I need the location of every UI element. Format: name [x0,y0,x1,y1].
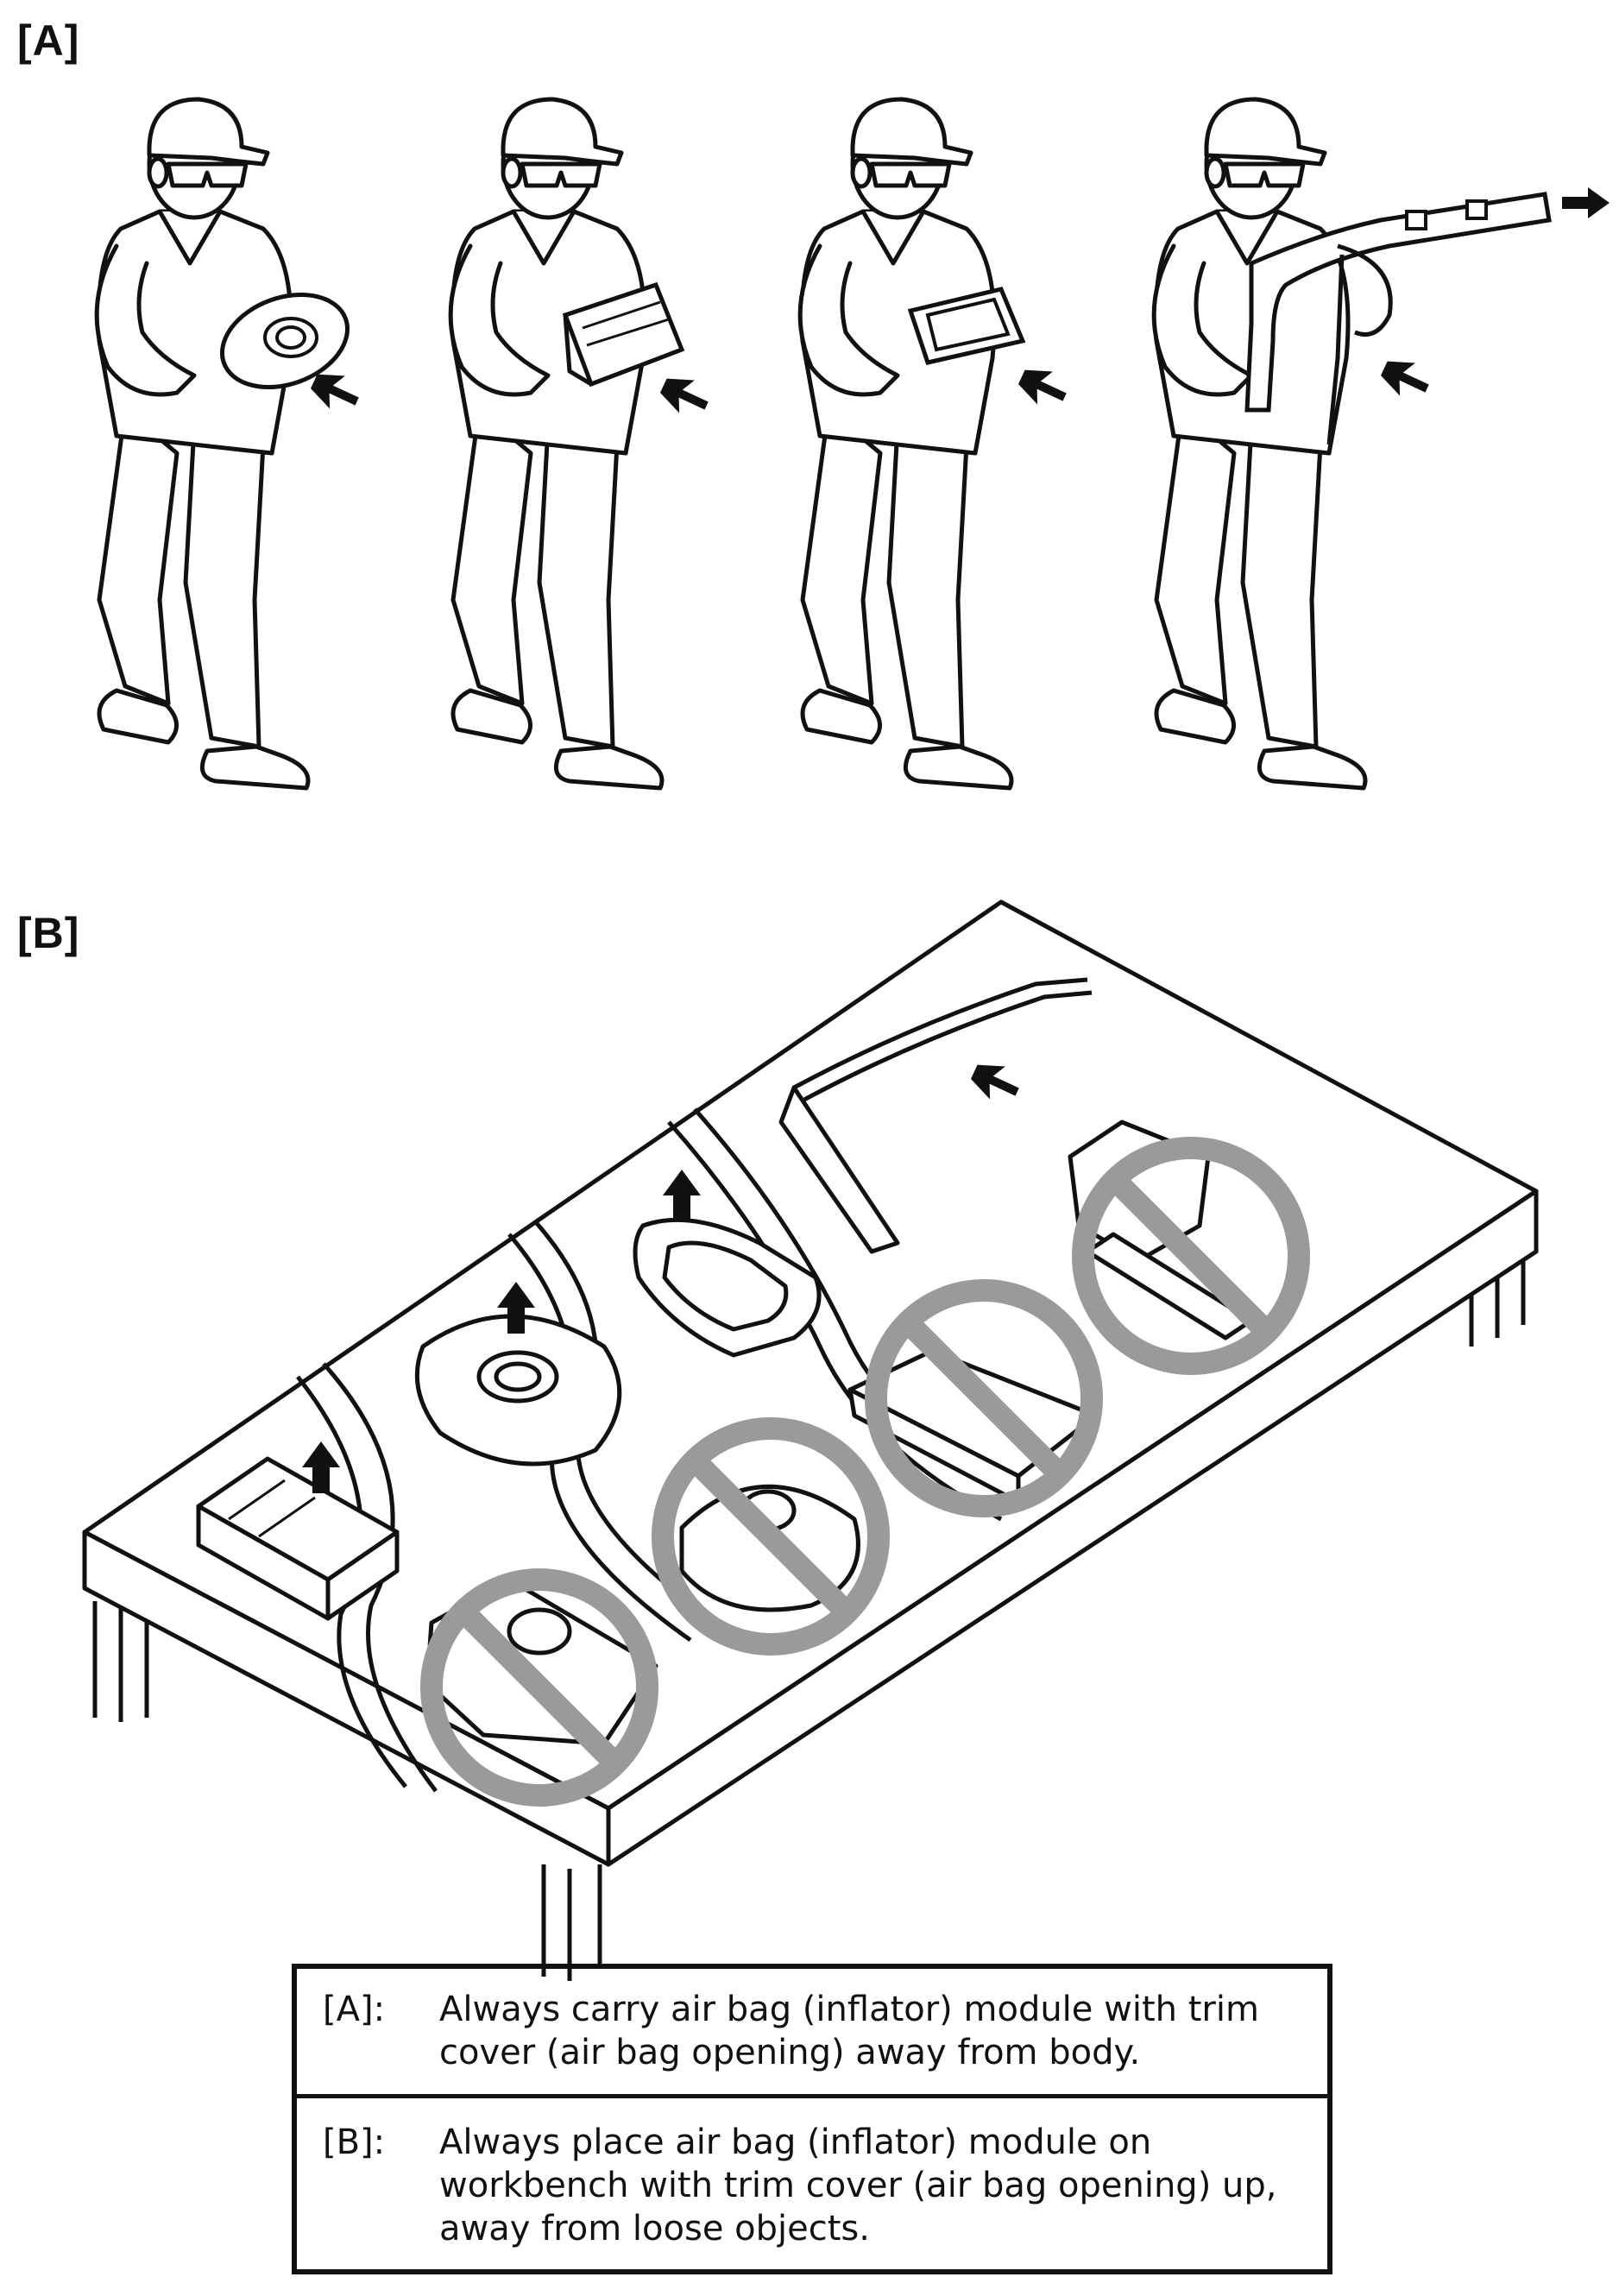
arrow-icon [655,369,715,423]
arrow-icon [1562,187,1610,218]
legend-text: Always carry air bag (inflator) module w… [439,1990,1259,2072]
legend-row: [A]: Always carry air bag (inflator) mod… [297,1969,1327,2098]
workbench [82,899,1539,1981]
technician-3 [800,99,1073,788]
technician-2 [450,99,715,788]
legend-text: Always place air bag (inflator) module o… [439,2123,1277,2249]
arrow-icon [1376,351,1435,406]
legend-key: [A]: [323,1990,386,2029]
legend-key: [B]: [323,2123,386,2162]
section-label-b: [B] [17,909,80,957]
arrow-icon [1013,360,1073,414]
technician-4 [1154,99,1610,788]
legend-table: [A]: Always carry air bag (inflator) mod… [292,1964,1332,2274]
legend-row: [B]: Always place air bag (inflator) mod… [297,2098,1327,2274]
section-label-a: [A] [17,16,80,65]
technician-1 [97,99,365,788]
